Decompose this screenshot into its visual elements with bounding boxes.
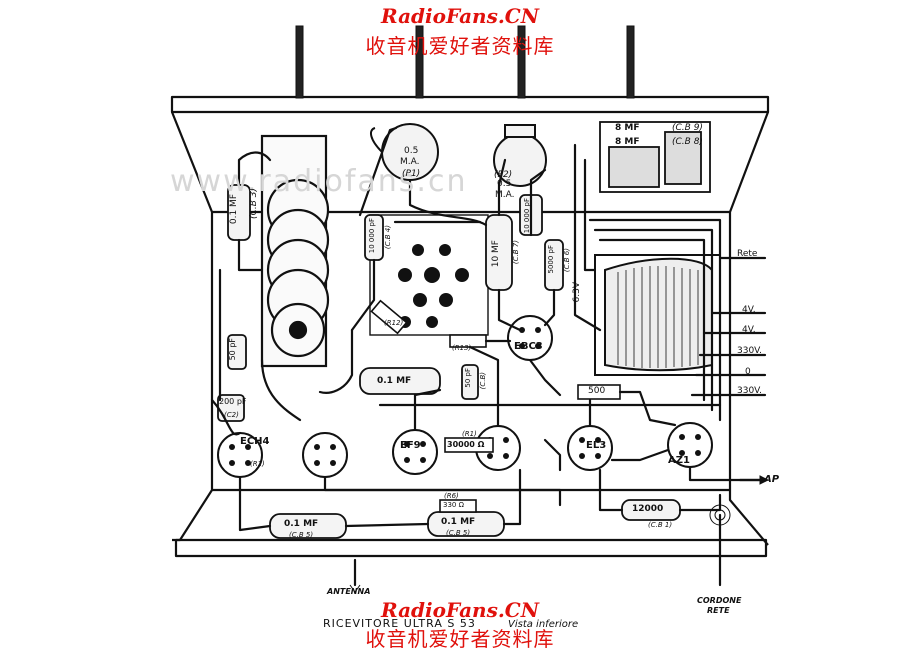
- label-az1: AZ1: [668, 455, 690, 466]
- rod-2: [415, 25, 424, 99]
- label-cap-5000: 5000 pF: [547, 245, 555, 274]
- label-pot1-unit: M.A.: [400, 157, 420, 167]
- label-cap-10mf-ref: (C.B 7): [512, 240, 520, 265]
- label-cap-200pf-ref: (C2): [224, 411, 239, 419]
- label-cap-01mf-top: 0.1 MF: [229, 194, 239, 225]
- coil-stack: [260, 134, 330, 368]
- label-4v-b: 4V.: [742, 325, 756, 335]
- label-cap-10000-a: 10 000 pF: [368, 218, 376, 254]
- label-r13: (R13): [452, 344, 472, 352]
- cap-body-01mf-mid: [359, 367, 441, 395]
- label-zero: 0: [745, 367, 751, 377]
- label-cap-5000-ref: (C.B 6): [563, 248, 571, 273]
- label-res-30000-ref: (R1): [462, 430, 477, 438]
- label-rete-cable: RETE: [707, 606, 730, 615]
- label-antenna: ANTENNA: [327, 587, 371, 596]
- res-body-330: [439, 499, 477, 513]
- rod-3: [517, 25, 526, 99]
- rod-1: [295, 25, 304, 99]
- site-watermark-bottom: RadioFans.CN: [381, 598, 539, 622]
- label-r12: (R12): [384, 319, 404, 327]
- label-330v-b: 330V.: [737, 386, 763, 396]
- label-4v-a: 4V.: [742, 305, 756, 315]
- label-rete: Rete: [737, 249, 758, 259]
- electrolytic-block: [599, 121, 711, 193]
- label-cap-01mf-mid: 0.1 MF: [377, 376, 412, 386]
- label-cb8: (C.B 8): [672, 137, 703, 147]
- socket-2: [302, 432, 348, 478]
- label-mf8a: 8 MF: [615, 123, 640, 133]
- label-cap-01mf-b1-ref: (C.B 5): [289, 531, 314, 539]
- label-ef9: EF9: [400, 440, 421, 451]
- label-cb9: (C.B 9): [672, 123, 703, 133]
- res-body-30000: [444, 437, 494, 453]
- label-res-500: 500: [588, 386, 606, 396]
- label-cap-01mf-top-ref: (C.B 3): [249, 188, 259, 219]
- diagram-subtitle: Vista inferiore: [508, 619, 579, 630]
- label-res-30000: 30000 Ω: [447, 440, 485, 449]
- label-cap-01mf-b1: 0.1 MF: [284, 519, 319, 529]
- rod-4: [626, 25, 635, 99]
- label-pot2-val: 0.5: [497, 179, 512, 189]
- cap-body-50pf-b: [461, 364, 479, 400]
- site-watermark-cn-top: 收音机爱好者资料库: [365, 34, 555, 58]
- site-watermark-top: RadioFans.CN: [381, 4, 539, 28]
- label-ech4: ECH4: [240, 436, 270, 447]
- chassis-top-rail: [170, 95, 770, 114]
- label-cap-50pf: 50 pF: [228, 338, 237, 361]
- label-res-330-ref: (R6): [444, 492, 459, 500]
- label-cap-01mf-b2-ref: (C.B 5): [446, 529, 471, 537]
- label-cap-10mf: 10 MF: [491, 240, 501, 268]
- potentiometer-p2: [493, 124, 547, 187]
- label-cap-12000: 12000: [632, 504, 664, 514]
- label-6-3v: 6.3V: [572, 282, 582, 303]
- label-pot1-ref: (P1): [402, 169, 421, 179]
- site-watermark-cn-bottom: 收音机爱好者资料库: [365, 627, 555, 651]
- label-pot2-ref: (P2): [494, 170, 513, 180]
- label-mf8b: 8 MF: [615, 137, 640, 147]
- power-transformer: [594, 254, 721, 376]
- chassis-bottom-rail: [174, 538, 768, 558]
- diagram-title: RICEVITORE ULTRA S 53: [323, 617, 476, 630]
- res-body-r12: [370, 299, 408, 335]
- label-pot1-val: 0.5: [404, 146, 419, 156]
- faint-watermark: www.radiofans.cn: [170, 164, 468, 199]
- socket-ef9: [392, 429, 438, 475]
- label-cap-50pf-b-ref: (C.B): [479, 372, 487, 390]
- cap-body-50pf: [227, 334, 247, 370]
- label-ech4-ref: (R1): [250, 460, 265, 468]
- label-cap-10000-b: 10 000 pF: [523, 198, 531, 234]
- label-cap-200pf: 200 pF: [219, 397, 247, 406]
- label-ap: AP: [764, 474, 780, 485]
- label-el3: EL3: [586, 440, 607, 451]
- label-cap-50pf-b: 50 pF: [464, 368, 472, 388]
- socket-5: [507, 315, 553, 361]
- label-cap-01mf-b2: 0.1 MF: [441, 517, 476, 527]
- label-res-330: 330 Ω: [443, 501, 464, 509]
- label-cap-12000-ref: (C.B 1): [648, 521, 673, 529]
- label-330v-a: 330V.: [737, 346, 763, 356]
- label-pot2-unit: M.A.: [495, 190, 515, 200]
- label-cordone: CORDONE: [697, 596, 742, 605]
- label-cap-10000-a-ref: (C.B 4): [384, 225, 392, 250]
- label-ebc3: EBC3: [514, 341, 543, 352]
